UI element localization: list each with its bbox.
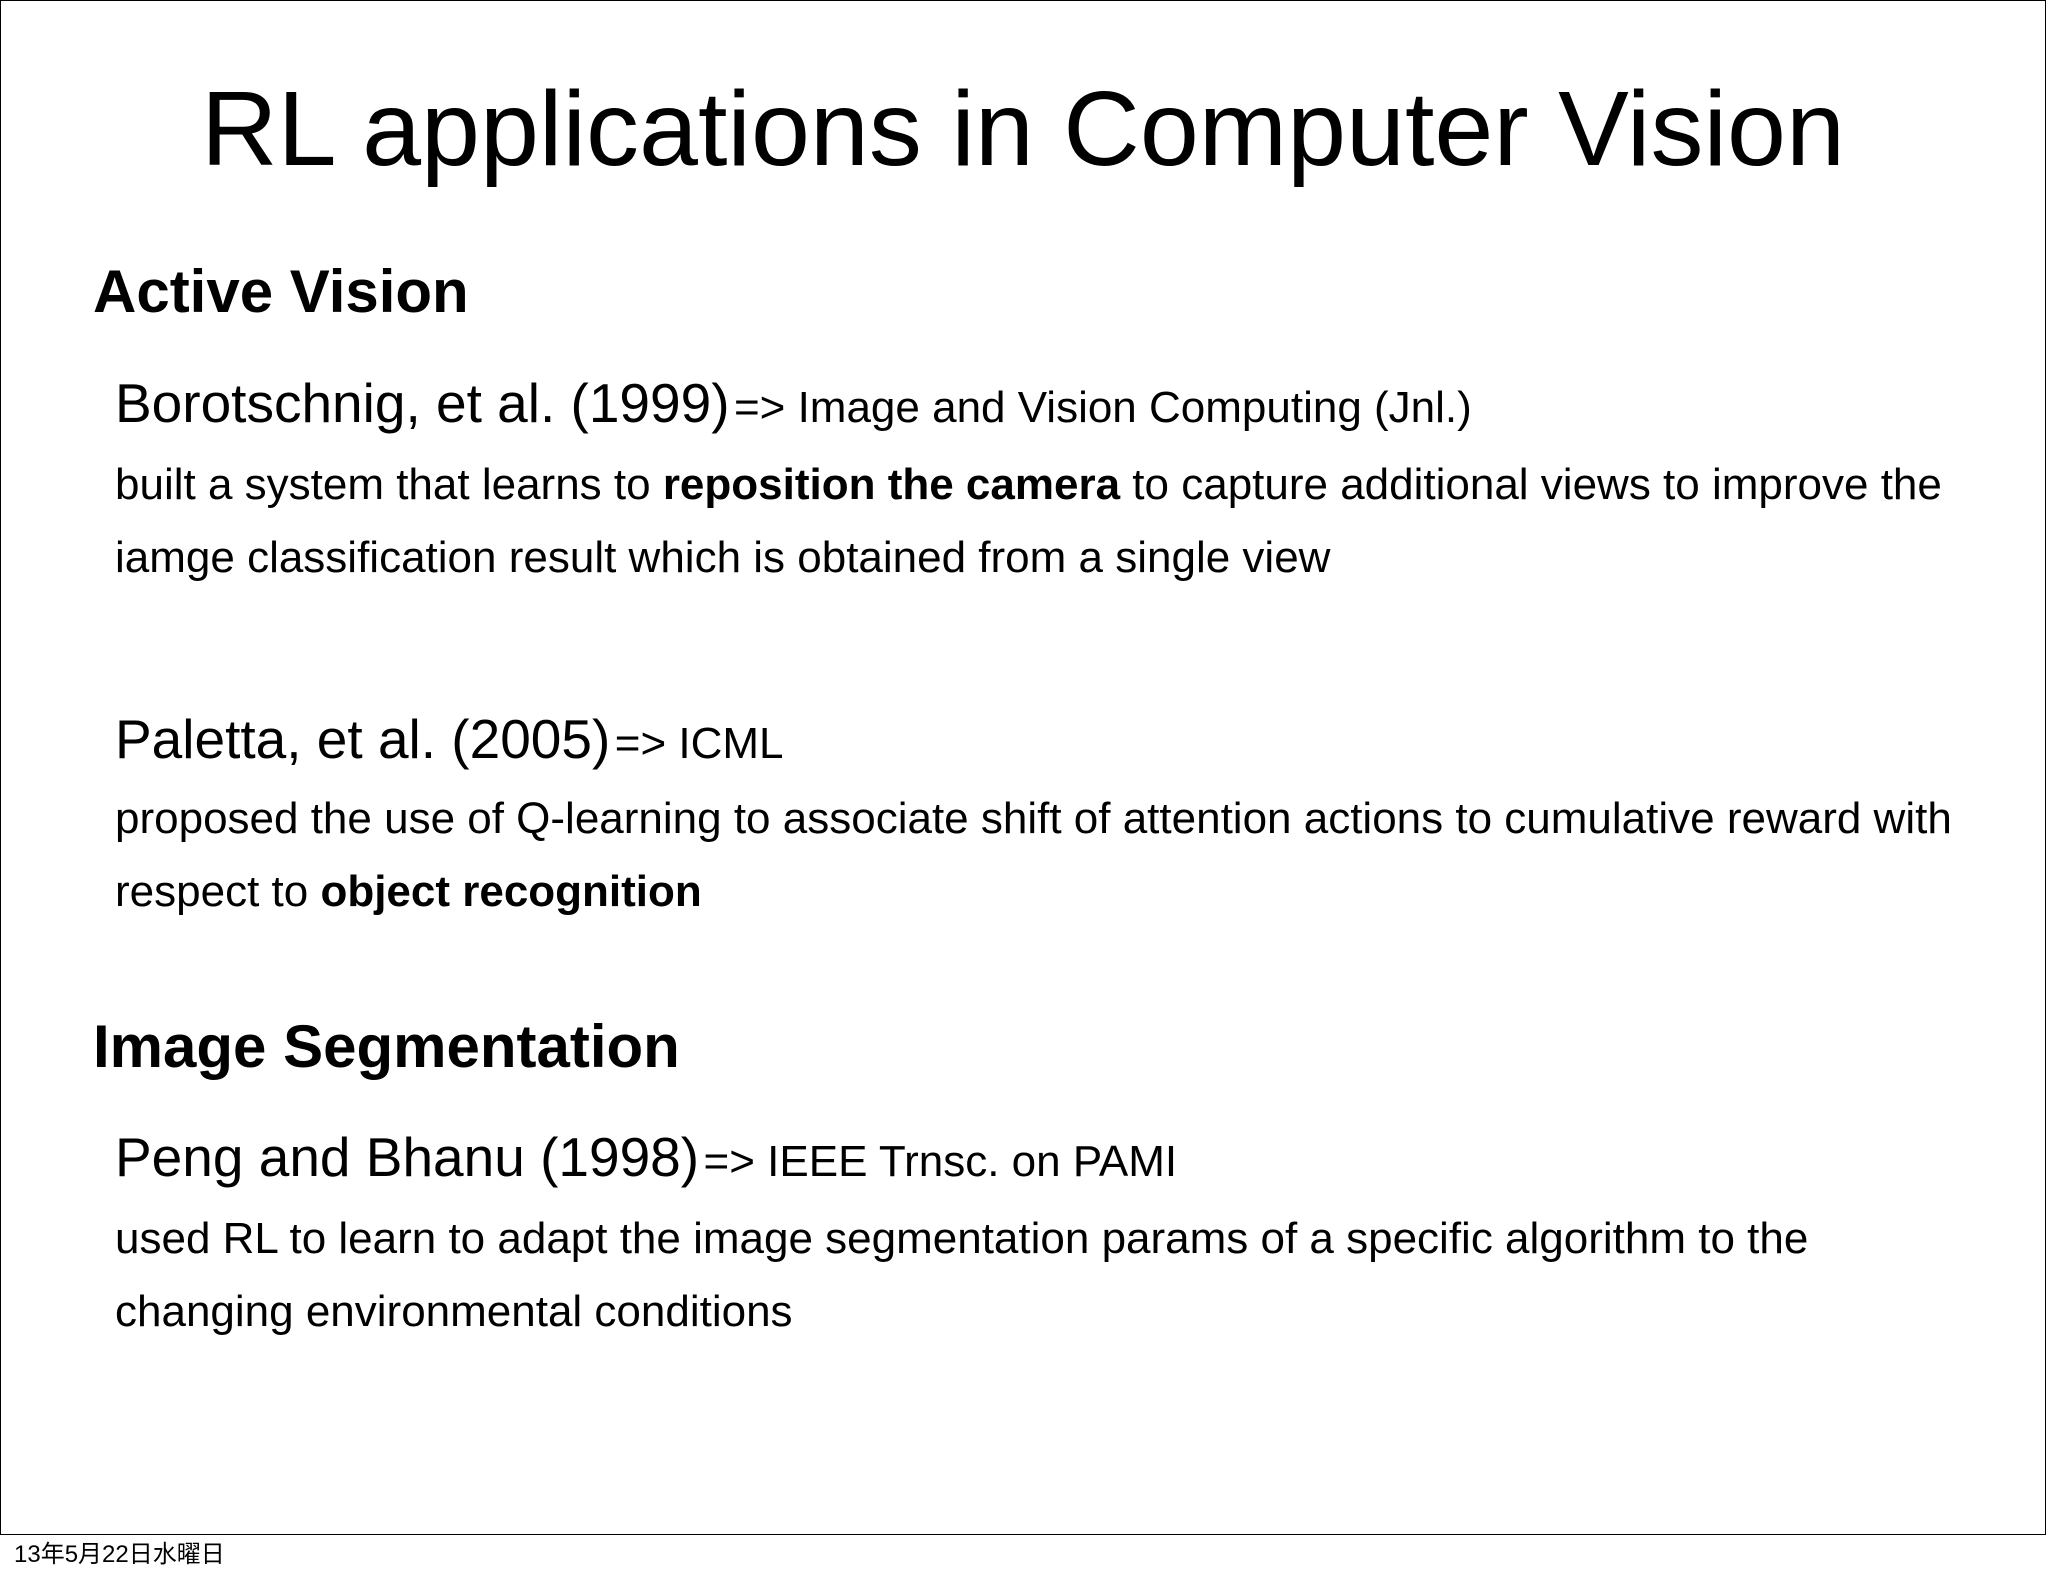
slide-title: RL applications in Computer Vision [201, 70, 1845, 188]
section-heading-active-vision: Active Vision [93, 258, 469, 325]
description-text: built a system that learns to [115, 460, 663, 509]
description-text: proposed the use of Q-learning to associ… [115, 794, 1952, 916]
reference-description: built a system that learns to reposition… [115, 448, 1975, 594]
footer-date: 13年5月22日水曜日 [14, 1541, 225, 1568]
reference-author: Paletta, et al. (2005) [115, 708, 611, 770]
reference-line: Paletta, et al. (2005) => ICML [115, 707, 784, 786]
reference-line: Peng and Bhanu (1998) => IEEE Trnsc. on … [115, 1125, 1177, 1204]
description-emphasis: object recognition [320, 867, 702, 916]
reference-description: proposed the use of Q-learning to associ… [115, 782, 1975, 928]
description-emphasis: reposition the camera [662, 460, 1121, 509]
reference-venue: => IEEE Trnsc. on PAMI [703, 1137, 1178, 1186]
description-text: to capture additional views to improve t… [115, 460, 1942, 582]
slide-canvas: RL applications in Computer Vision Activ… [0, 0, 2046, 1535]
reference-author: Borotschnig, et al. (1999) [115, 372, 730, 434]
description-text: used RL to learn to adapt the image segm… [115, 1214, 1809, 1336]
reference-description: used RL to learn to adapt the image segm… [115, 1202, 1975, 1348]
reference-line: Borotschnig, et al. (1999) => Image and … [115, 371, 1472, 450]
reference-venue: => Image and Vision Computing (Jnl.) [733, 383, 1472, 432]
section-heading-image-segmentation: Image Segmentation [93, 1013, 680, 1080]
reference-venue: => ICML [614, 719, 784, 768]
reference-author: Peng and Bhanu (1998) [115, 1126, 700, 1188]
